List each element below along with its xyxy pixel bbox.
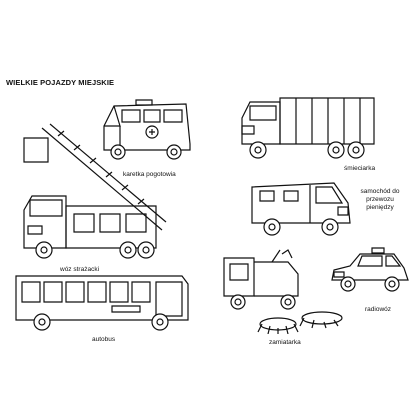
bus-label: autobus [92, 336, 116, 343]
fire-truck-drawing [18, 118, 168, 260]
bus-drawing [12, 268, 192, 334]
radio-car-drawing [328, 244, 412, 298]
radio-car-label: radiowóz [365, 306, 392, 313]
garbage-truck-drawing [236, 90, 382, 166]
street-sweeper-label: zamiatarka [269, 339, 301, 346]
armored-van-drawing [244, 175, 356, 241]
page-title: WIELKIE POJAZDY MIEJSKIE [6, 78, 115, 87]
ambulance-drawing [96, 96, 196, 166]
armored-van-label: samochód do przewozu pieniędzy [360, 188, 400, 211]
street-sweeper-drawing [214, 248, 346, 334]
ambulance-label: karetka pogotowia [123, 171, 176, 178]
garbage-truck-label: śmieciarka [344, 165, 376, 172]
fire-truck-label: wóz strażacki [60, 266, 100, 273]
